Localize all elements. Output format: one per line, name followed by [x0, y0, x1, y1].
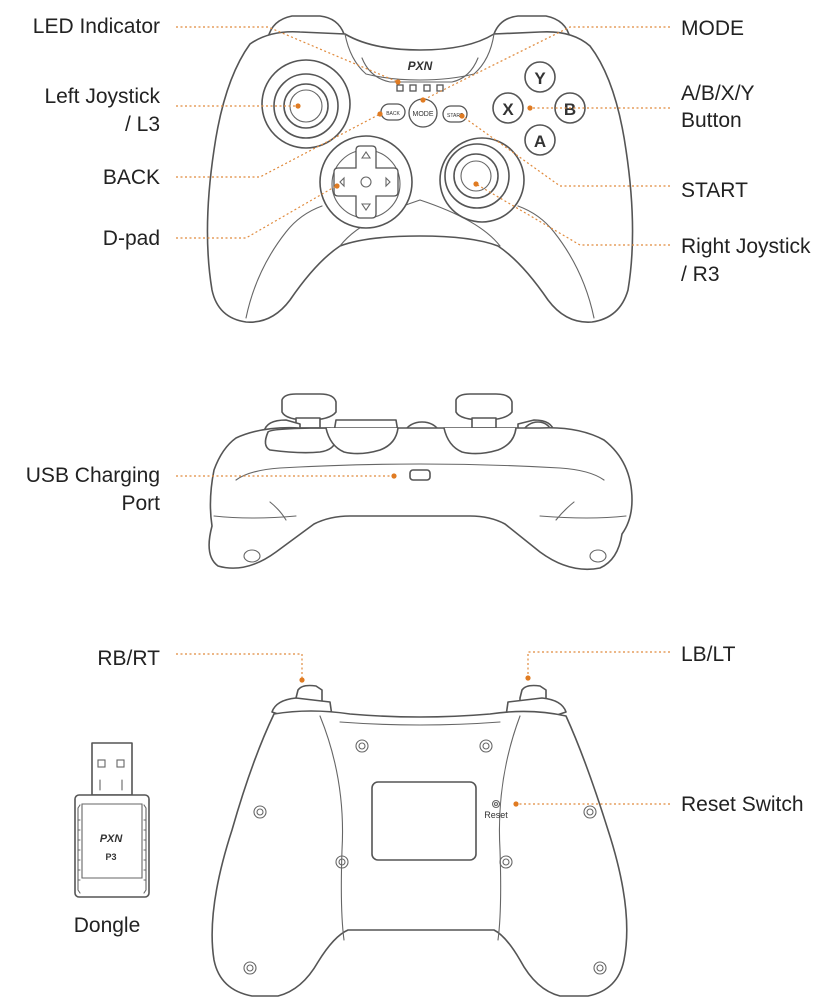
reset-switch: Reset	[484, 799, 508, 820]
back-button: BACK	[380, 103, 406, 121]
label-lb-lt: LB/LT	[681, 643, 736, 666]
label-rb-rt: RB/RT	[97, 647, 160, 670]
svg-text:Reset: Reset	[484, 810, 508, 820]
a-button-icon: A	[524, 124, 556, 156]
svg-text:PXN: PXN	[100, 833, 124, 845]
label-dongle: Dongle	[74, 914, 141, 937]
label-abxy: A/B/X/Y	[681, 82, 755, 105]
label-back: BACK	[103, 166, 160, 189]
controller-front-view: PXN BACK MODE START	[206, 15, 634, 323]
svg-text:X: X	[502, 100, 514, 119]
svg-text:Y: Y	[534, 69, 546, 88]
y-button-icon: Y	[524, 61, 556, 93]
svg-text:P3: P3	[105, 852, 116, 862]
front-logo: PXN	[408, 59, 433, 73]
svg-text:B: B	[564, 100, 576, 119]
svg-text:MODE: MODE	[413, 111, 434, 118]
usb-port	[409, 469, 431, 481]
svg-text:BACK: BACK	[386, 111, 400, 117]
controller-top-view	[208, 393, 633, 571]
label-left-joystick-l3: / L3	[125, 113, 160, 136]
svg-text:A: A	[534, 132, 546, 151]
leader-lines	[176, 26, 670, 807]
label-usb-port: Port	[121, 492, 160, 515]
usb-dongle: PXN P3	[74, 742, 150, 898]
d-pad	[319, 135, 413, 229]
led-indicators	[396, 84, 444, 92]
controller-back-view: Reset	[211, 684, 628, 997]
label-left-joystick: Left Joystick	[44, 85, 160, 108]
label-abxy-button: Button	[681, 109, 742, 132]
label-right-joystick: Right Joystick	[681, 235, 811, 258]
right-joystick	[439, 137, 525, 223]
back-screws	[243, 739, 607, 975]
front-body-outline	[206, 30, 634, 323]
mode-button: MODE	[408, 98, 438, 128]
x-button-icon: X	[492, 92, 524, 124]
abxy-buttons: Y X B A	[492, 61, 586, 156]
label-start: START	[681, 179, 748, 202]
svg-text:START: START	[447, 113, 463, 119]
left-joystick	[261, 59, 351, 149]
label-usb-charging: USB Charging	[26, 464, 160, 487]
callout-labels: LED Indicator Left Joystick / L3 BACK D-…	[26, 15, 811, 937]
label-right-joystick-r3: / R3	[681, 263, 720, 286]
label-dpad: D-pad	[103, 227, 160, 250]
label-reset-switch: Reset Switch	[681, 793, 804, 816]
top-body-outline	[208, 426, 633, 571]
label-led-indicator: LED Indicator	[33, 15, 160, 38]
label-mode: MODE	[681, 17, 744, 40]
